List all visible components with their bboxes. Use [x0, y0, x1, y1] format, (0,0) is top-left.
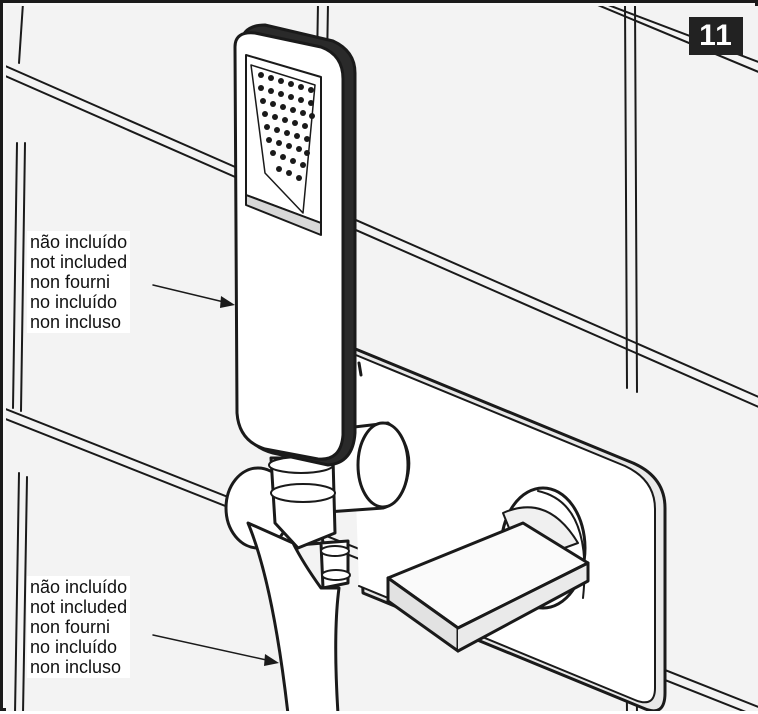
spray-nozzles — [258, 72, 315, 181]
callout-line: non fourni — [30, 272, 111, 292]
shower-hose — [246, 521, 341, 711]
callout-line: not included — [30, 252, 128, 272]
callout-line: non fourni — [30, 617, 111, 637]
callout-line: não incluído — [30, 232, 128, 252]
step-number-badge: 11 — [689, 17, 743, 55]
callout-line: no incluído — [30, 637, 118, 657]
callout-line: no incluído — [30, 292, 118, 312]
not-included-label-hose: não incluído not included non fourni no … — [27, 576, 131, 678]
hand-shower — [233, 23, 363, 467]
callout-line: not included — [30, 597, 128, 617]
not-included-label-shower-head: não incluído not included non fourni no … — [27, 231, 131, 333]
callout-line: não incluído — [30, 577, 128, 597]
callout-line: non incluso — [30, 657, 122, 677]
callout-line: non incluso — [30, 312, 122, 332]
callout-arrows — [152, 284, 279, 666]
shower-holder — [224, 421, 411, 590]
diverter-knob — [386, 486, 590, 653]
shower-illustration — [6, 6, 758, 711]
